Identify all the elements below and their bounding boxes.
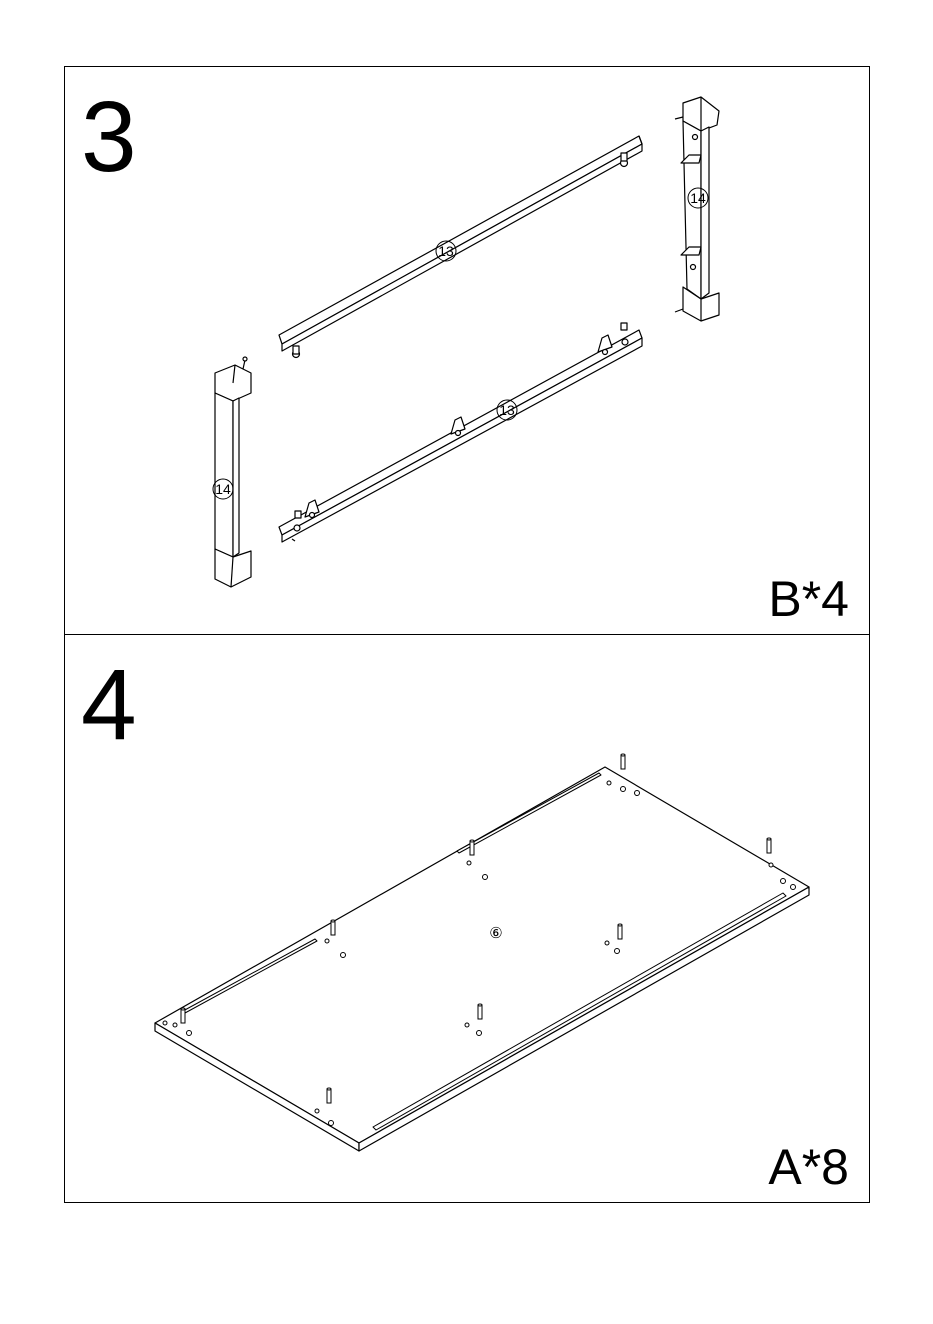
step-4-illustration: ⑥ [65,635,871,1204]
step-3-illustration: 13 13 14 14 [65,67,871,636]
bottom-rail-13-icon [279,323,642,542]
part-label: ⑥ [489,925,502,942]
dowel-icon [767,838,771,853]
step-4-panel: 4 A*8 [64,634,870,1203]
dowel-icon [470,840,474,855]
dowel-icon [331,920,335,935]
top-rail-13-icon [279,136,642,358]
dowel-icon [181,1008,185,1023]
dowel-icon [327,1088,331,1103]
part-label: 14 [215,481,231,497]
part-label: 14 [690,190,706,206]
panel-6-icon [155,767,809,1151]
dowel-icon [478,1004,482,1019]
dowel-icon [621,754,625,769]
right-leg-14-icon [675,97,719,321]
part-label: 13 [438,243,454,259]
left-leg-14-icon [215,357,251,587]
part-label: 13 [499,402,515,418]
dowel-icon [618,924,622,939]
step-3-panel: 3 B*4 [64,66,870,635]
